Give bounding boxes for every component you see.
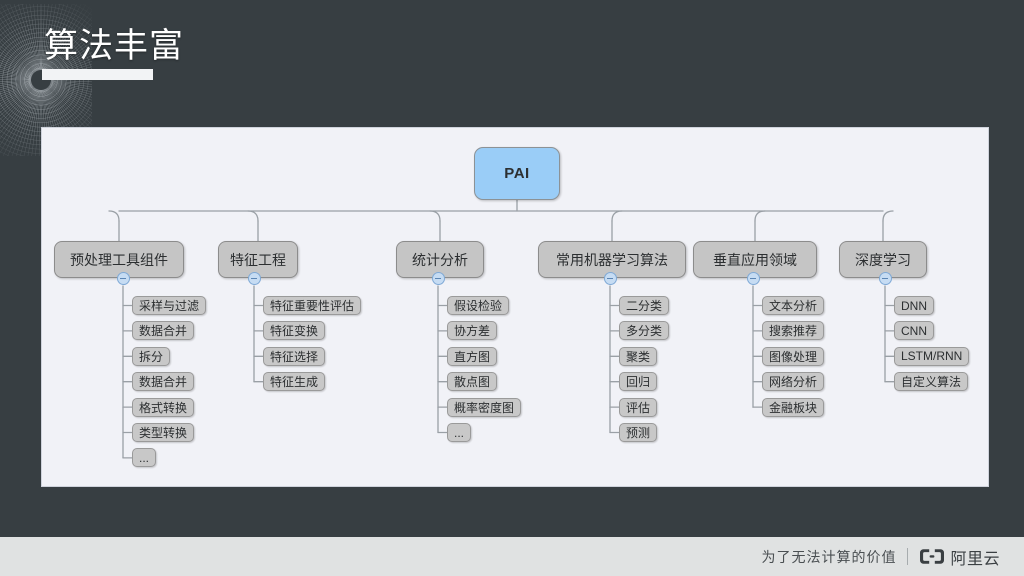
brand-name: 阿里云 — [950, 550, 1000, 568]
brand-lockup: 阿里云 — [919, 545, 1000, 569]
mindmap-branch-node[interactable]: 常用机器学习算法 — [538, 241, 686, 278]
mindmap-leaf-node[interactable]: 假设检验 — [447, 296, 510, 315]
mindmap-leaf-node[interactable]: 聚类 — [619, 346, 658, 366]
mindmap-leaf-node[interactable]: 数据合并 — [132, 372, 195, 392]
alibaba-cloud-logo-icon — [920, 549, 945, 564]
mindmap-leaf-node[interactable]: 预测 — [619, 423, 658, 442]
collapse-minus-icon[interactable] — [878, 272, 892, 285]
mindmap-leaf-node[interactable]: 格式转换 — [132, 397, 195, 417]
mindmap-branch-node[interactable]: 深度学习 — [839, 241, 927, 278]
mindmap-leaf-node[interactable]: 类型转换 — [132, 423, 195, 442]
mindmap-leaf-node[interactable]: 数据合并 — [132, 321, 195, 341]
mindmap-leaf-node[interactable]: 采样与过滤 — [132, 296, 207, 315]
collapse-minus-icon[interactable] — [603, 272, 617, 285]
footer-slogan: 为了无法计算的价值 — [761, 548, 897, 565]
mindmap-leaf-node[interactable]: 直方图 — [447, 346, 498, 366]
mindmap-leaf-node[interactable]: 特征生成 — [263, 372, 326, 392]
mindmap-leaf-node[interactable]: 散点图 — [447, 372, 498, 392]
mindmap-leaf-node[interactable]: 特征选择 — [263, 346, 326, 366]
mindmap-leaf-node[interactable]: LSTM/RNN — [894, 346, 970, 366]
mindmap-leaf-node[interactable]: 评估 — [619, 397, 658, 417]
mindmap-leaf-node[interactable]: 概率密度图 — [447, 397, 522, 417]
mindmap-leaf-node[interactable]: 特征重要性评估 — [263, 296, 362, 315]
page-title: 算法丰富 — [44, 27, 184, 65]
mindmap-leaf-node[interactable]: 金融板块 — [762, 397, 825, 417]
mindmap-leaf-node[interactable]: 网络分析 — [762, 372, 825, 392]
mindmap-leaf-node[interactable]: 文本分析 — [762, 296, 825, 315]
mindmap-leaf-node[interactable]: 回归 — [619, 372, 658, 392]
footer-divider — [907, 548, 909, 565]
mindmap-leaf-node[interactable]: CNN — [894, 321, 934, 341]
mindmap-leaf-node[interactable]: 自定义算法 — [894, 372, 969, 392]
mindmap-leaf-node[interactable]: 二分类 — [619, 296, 670, 315]
mindmap-branch-node[interactable]: 垂直应用领域 — [693, 241, 817, 278]
mindmap-connectors — [108, 199, 895, 459]
mindmap-leaf-node[interactable]: ... — [132, 448, 157, 468]
mindmap-branch-node[interactable]: 特征工程 — [218, 241, 298, 278]
mindmap-leaf-node[interactable]: ... — [447, 423, 472, 442]
mindmap-leaf-node[interactable]: 拆分 — [132, 346, 171, 366]
mindmap-leaf-node[interactable]: 搜索推荐 — [762, 321, 825, 341]
mindmap-leaf-node[interactable]: 图像处理 — [762, 346, 825, 366]
mindmap-leaf-node[interactable]: DNN — [894, 296, 934, 315]
title-underline-rule — [42, 69, 153, 80]
footer-bar: 为了无法计算的价值 阿里云 — [0, 537, 1024, 576]
mindmap-root-node[interactable]: PAI — [474, 147, 560, 200]
mindmap-branch-node[interactable]: 预处理工具组件 — [54, 241, 184, 278]
mindmap-leaf-node[interactable]: 特征变换 — [263, 321, 326, 341]
mindmap-leaf-node[interactable]: 多分类 — [619, 321, 670, 341]
collapse-minus-icon[interactable] — [431, 272, 445, 285]
collapse-minus-icon[interactable] — [746, 272, 760, 285]
collapse-minus-icon[interactable] — [247, 272, 261, 285]
mindmap-branch-node[interactable]: 统计分析 — [396, 241, 484, 278]
mindmap-leaf-node[interactable]: 协方差 — [447, 321, 498, 341]
collapse-minus-icon[interactable] — [116, 272, 130, 285]
